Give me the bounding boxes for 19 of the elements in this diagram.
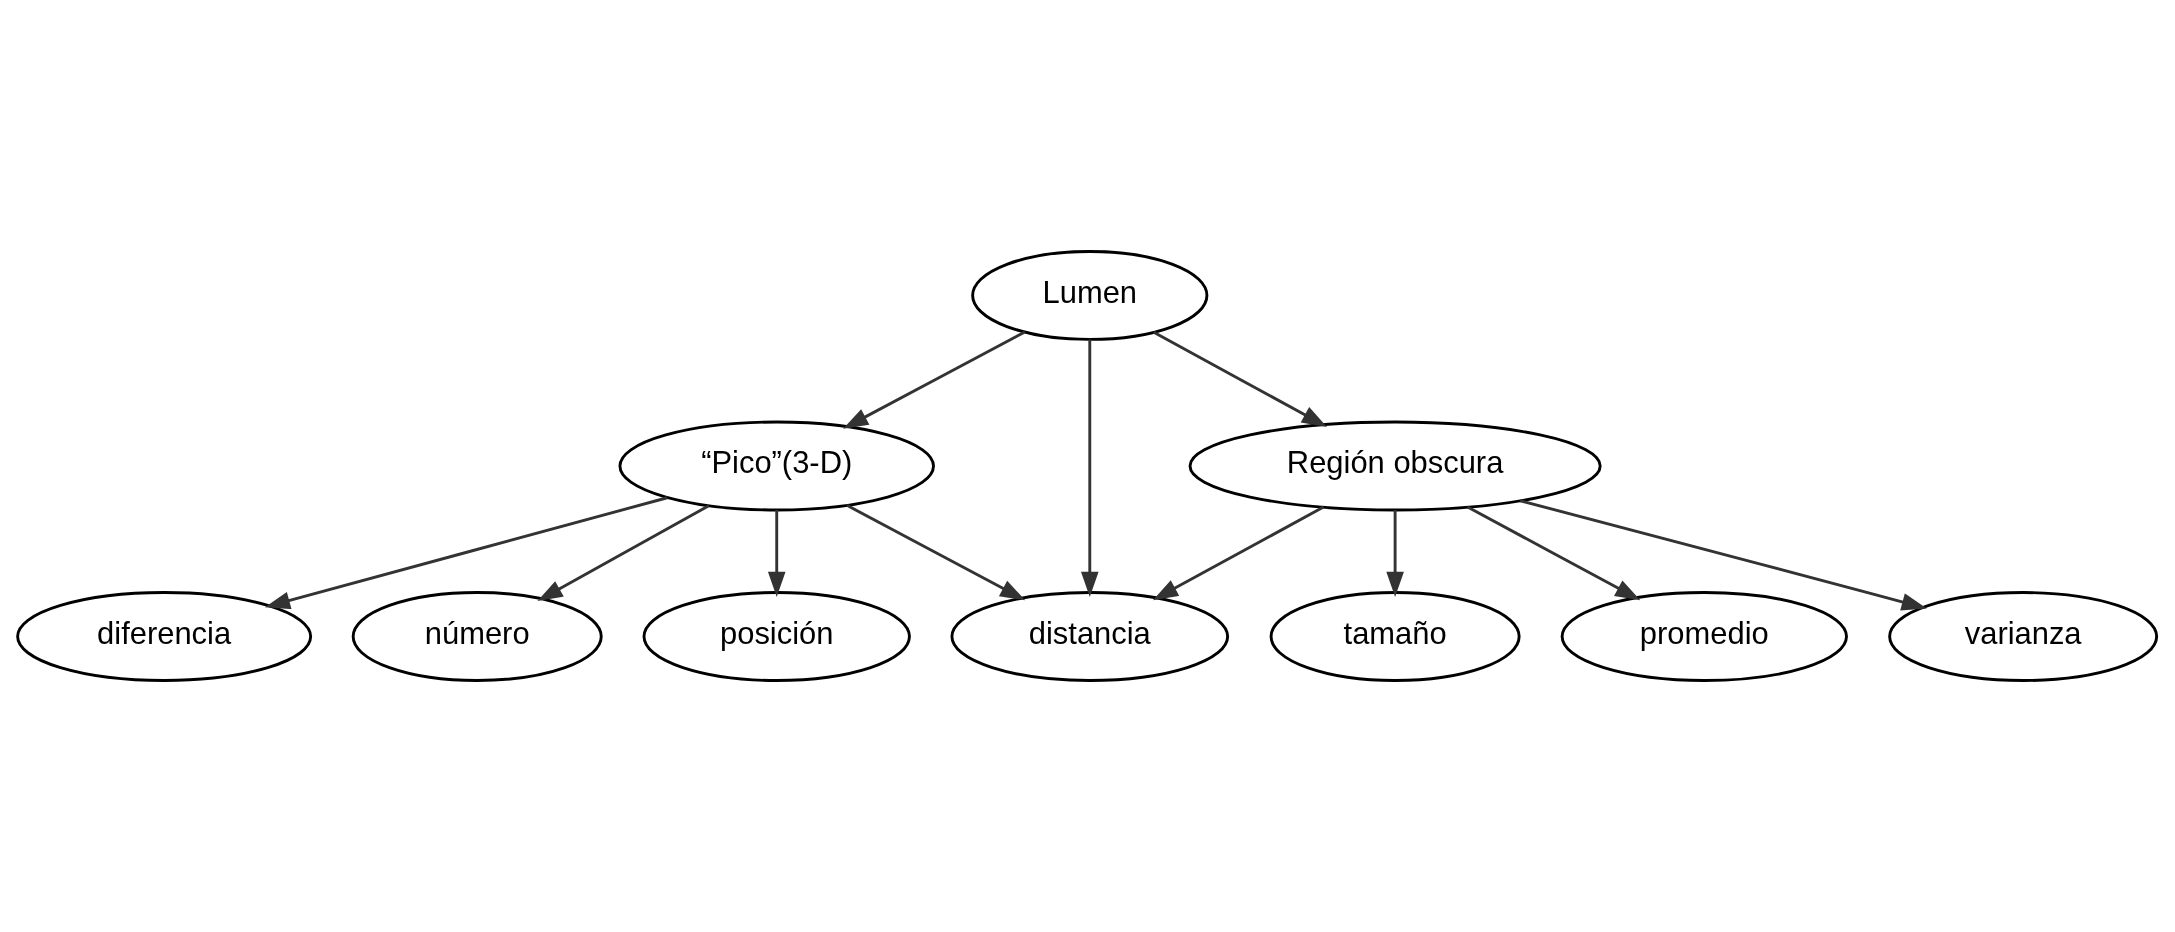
node-ellipse: número (351, 591, 603, 682)
arrow (843, 330, 1026, 429)
node-ellipse: distancia (950, 591, 1230, 682)
node-ellipse: “Pico”(3-D) (618, 420, 935, 512)
node-ellipse: tamaño (1269, 591, 1521, 682)
arrow (1519, 499, 1927, 611)
arrow (1386, 510, 1404, 597)
node-ellipse: posición (642, 591, 911, 682)
arrow (1080, 339, 1099, 597)
arrow (767, 510, 786, 597)
arrow (537, 504, 710, 602)
arrow (1466, 505, 1641, 601)
node-ellipse: Lumen (971, 250, 1209, 341)
arrow (846, 504, 1026, 601)
arrow (264, 496, 668, 610)
arrow (1152, 505, 1325, 601)
node-ellipse: promedio (1560, 591, 1848, 682)
node-ellipse: Región obscura (1188, 420, 1602, 512)
arrow (1153, 331, 1327, 427)
